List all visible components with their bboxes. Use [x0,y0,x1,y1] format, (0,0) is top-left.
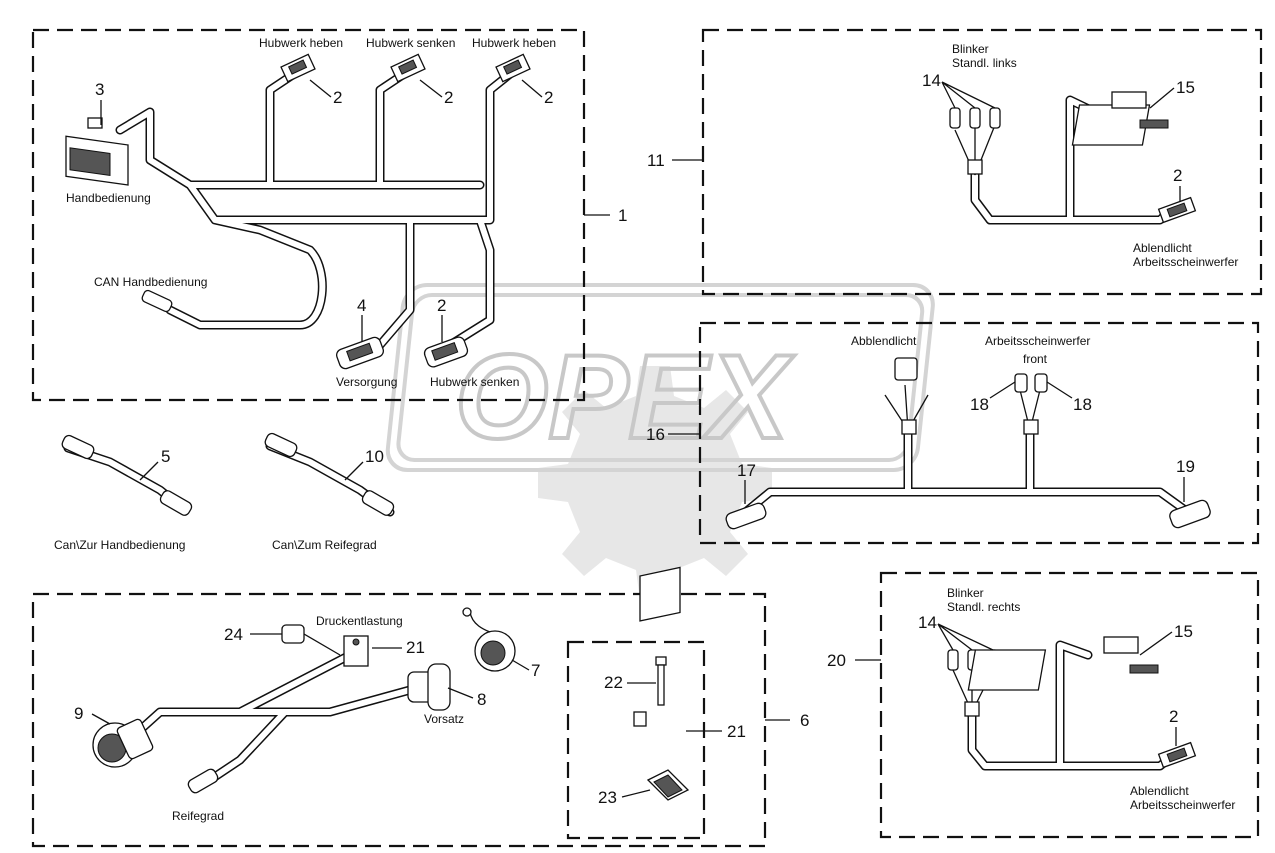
label-hubwerk-heben-1: Hubwerk heben [259,36,343,50]
harness-group-11 [949,91,1197,225]
callout-14-right: 14 [918,613,937,632]
label-can-handbedienung: CAN Handbedienung [94,275,207,289]
callout-3: 3 [95,80,104,99]
watermark-text: OPEX [455,330,795,464]
callout-9: 9 [74,704,83,723]
harness-group-20 [947,636,1197,771]
callout-15-left: 15 [1176,78,1195,97]
group-11-box [701,28,1263,296]
label-ablendlicht-left: Ablendlicht [1133,241,1192,255]
group-20-box [879,571,1260,839]
callout-21a: 21 [406,638,425,657]
label-arbeitsscheinwerfer-left: Arbeitsscheinwerfer [1133,255,1238,269]
callout-7: 7 [531,661,540,680]
can-cable-10 [264,432,395,517]
callout-10: 10 [365,447,384,466]
callout-2a: 2 [333,88,342,107]
versorgung-connector [336,336,384,370]
plug-15-right [967,636,1159,691]
callout-20: 20 [827,651,846,670]
callout-4: 4 [357,296,366,315]
callout-19: 19 [1176,457,1195,476]
label-front: front [1023,352,1048,366]
round-connector-9 [92,718,154,768]
label-hubwerk-heben-2: Hubwerk heben [472,36,556,50]
callout-6: 6 [800,711,809,730]
label-reifegrad: Reifegrad [172,809,224,823]
callout-14-left: 14 [922,71,941,90]
label-can-zum-reifegrad: Can\Zum Reifegrad [272,538,377,552]
callout-2-right: 2 [1169,707,1178,726]
label-hubwerk-senken-2: Hubwerk senken [430,375,519,389]
hubwerk-connector-2 [390,53,426,83]
label-hubwerk-senken-1: Hubwerk senken [366,36,455,50]
socket-8 [407,663,451,711]
label-abblendlicht: Abblendlicht [851,334,917,348]
plug-15-left [1071,91,1169,146]
label-ablendlicht-right: Ablendlicht [1130,784,1189,798]
callout-18a: 18 [970,395,989,414]
label-versorgung: Versorgung [336,375,397,389]
label-handbedienung: Handbedienung [66,191,151,205]
callout-22: 22 [604,673,623,692]
callout-1: 1 [618,206,627,225]
label-blinker-right: Blinker [947,586,984,600]
callout-8: 8 [477,690,486,709]
label-arbeitsscheinwerfer-front: Arbeitsscheinwerfer [985,334,1090,348]
callout-17: 17 [737,461,756,480]
label-blinker-left: Blinker [952,42,989,56]
handbedienung-connector [65,117,129,186]
hubwerk-connector-3 [495,53,531,83]
label-druckentlastung: Druckentlastung [316,614,403,628]
harness-group-6 [92,607,516,794]
callout-16: 16 [646,425,665,444]
label-vorsatz: Vorsatz [424,712,464,726]
valve-assembly [633,566,690,801]
callout-2d: 2 [437,296,446,315]
callout-21b: 21 [727,722,746,741]
cap-7 [462,607,516,672]
callout-2-left: 2 [1173,166,1182,185]
group-6-sub-box [566,640,706,840]
watermark-logo: OPEX [385,283,935,600]
group-16-box [698,321,1260,545]
can-handbedienung-plug [141,289,173,313]
label-arbeitsscheinwerfer-right: Arbeitsscheinwerfer [1130,798,1235,812]
plug-24 [281,624,341,656]
harness-group-1 [65,53,531,370]
harness-group-16 [725,357,1211,530]
label-can-zur-handbedienung: Can\Zur Handbedienung [54,538,185,552]
callout-15-right: 15 [1174,622,1193,641]
valve-21 [343,635,369,667]
label-standl-rechts: Standl. rechts [947,600,1020,614]
hubwerk-connector-1 [280,53,316,83]
callout-18b: 18 [1073,395,1092,414]
hubwerk-senken-connector [423,336,469,368]
label-standl-links: Standl. links [952,56,1017,70]
callout-5: 5 [161,447,170,466]
can-cable-5 [61,434,193,516]
callout-23: 23 [598,788,617,807]
group-6-box [31,592,767,848]
callout-24: 24 [224,625,243,644]
callout-11: 11 [647,151,665,170]
callout-2c: 2 [544,88,553,107]
callout-2b: 2 [444,88,453,107]
